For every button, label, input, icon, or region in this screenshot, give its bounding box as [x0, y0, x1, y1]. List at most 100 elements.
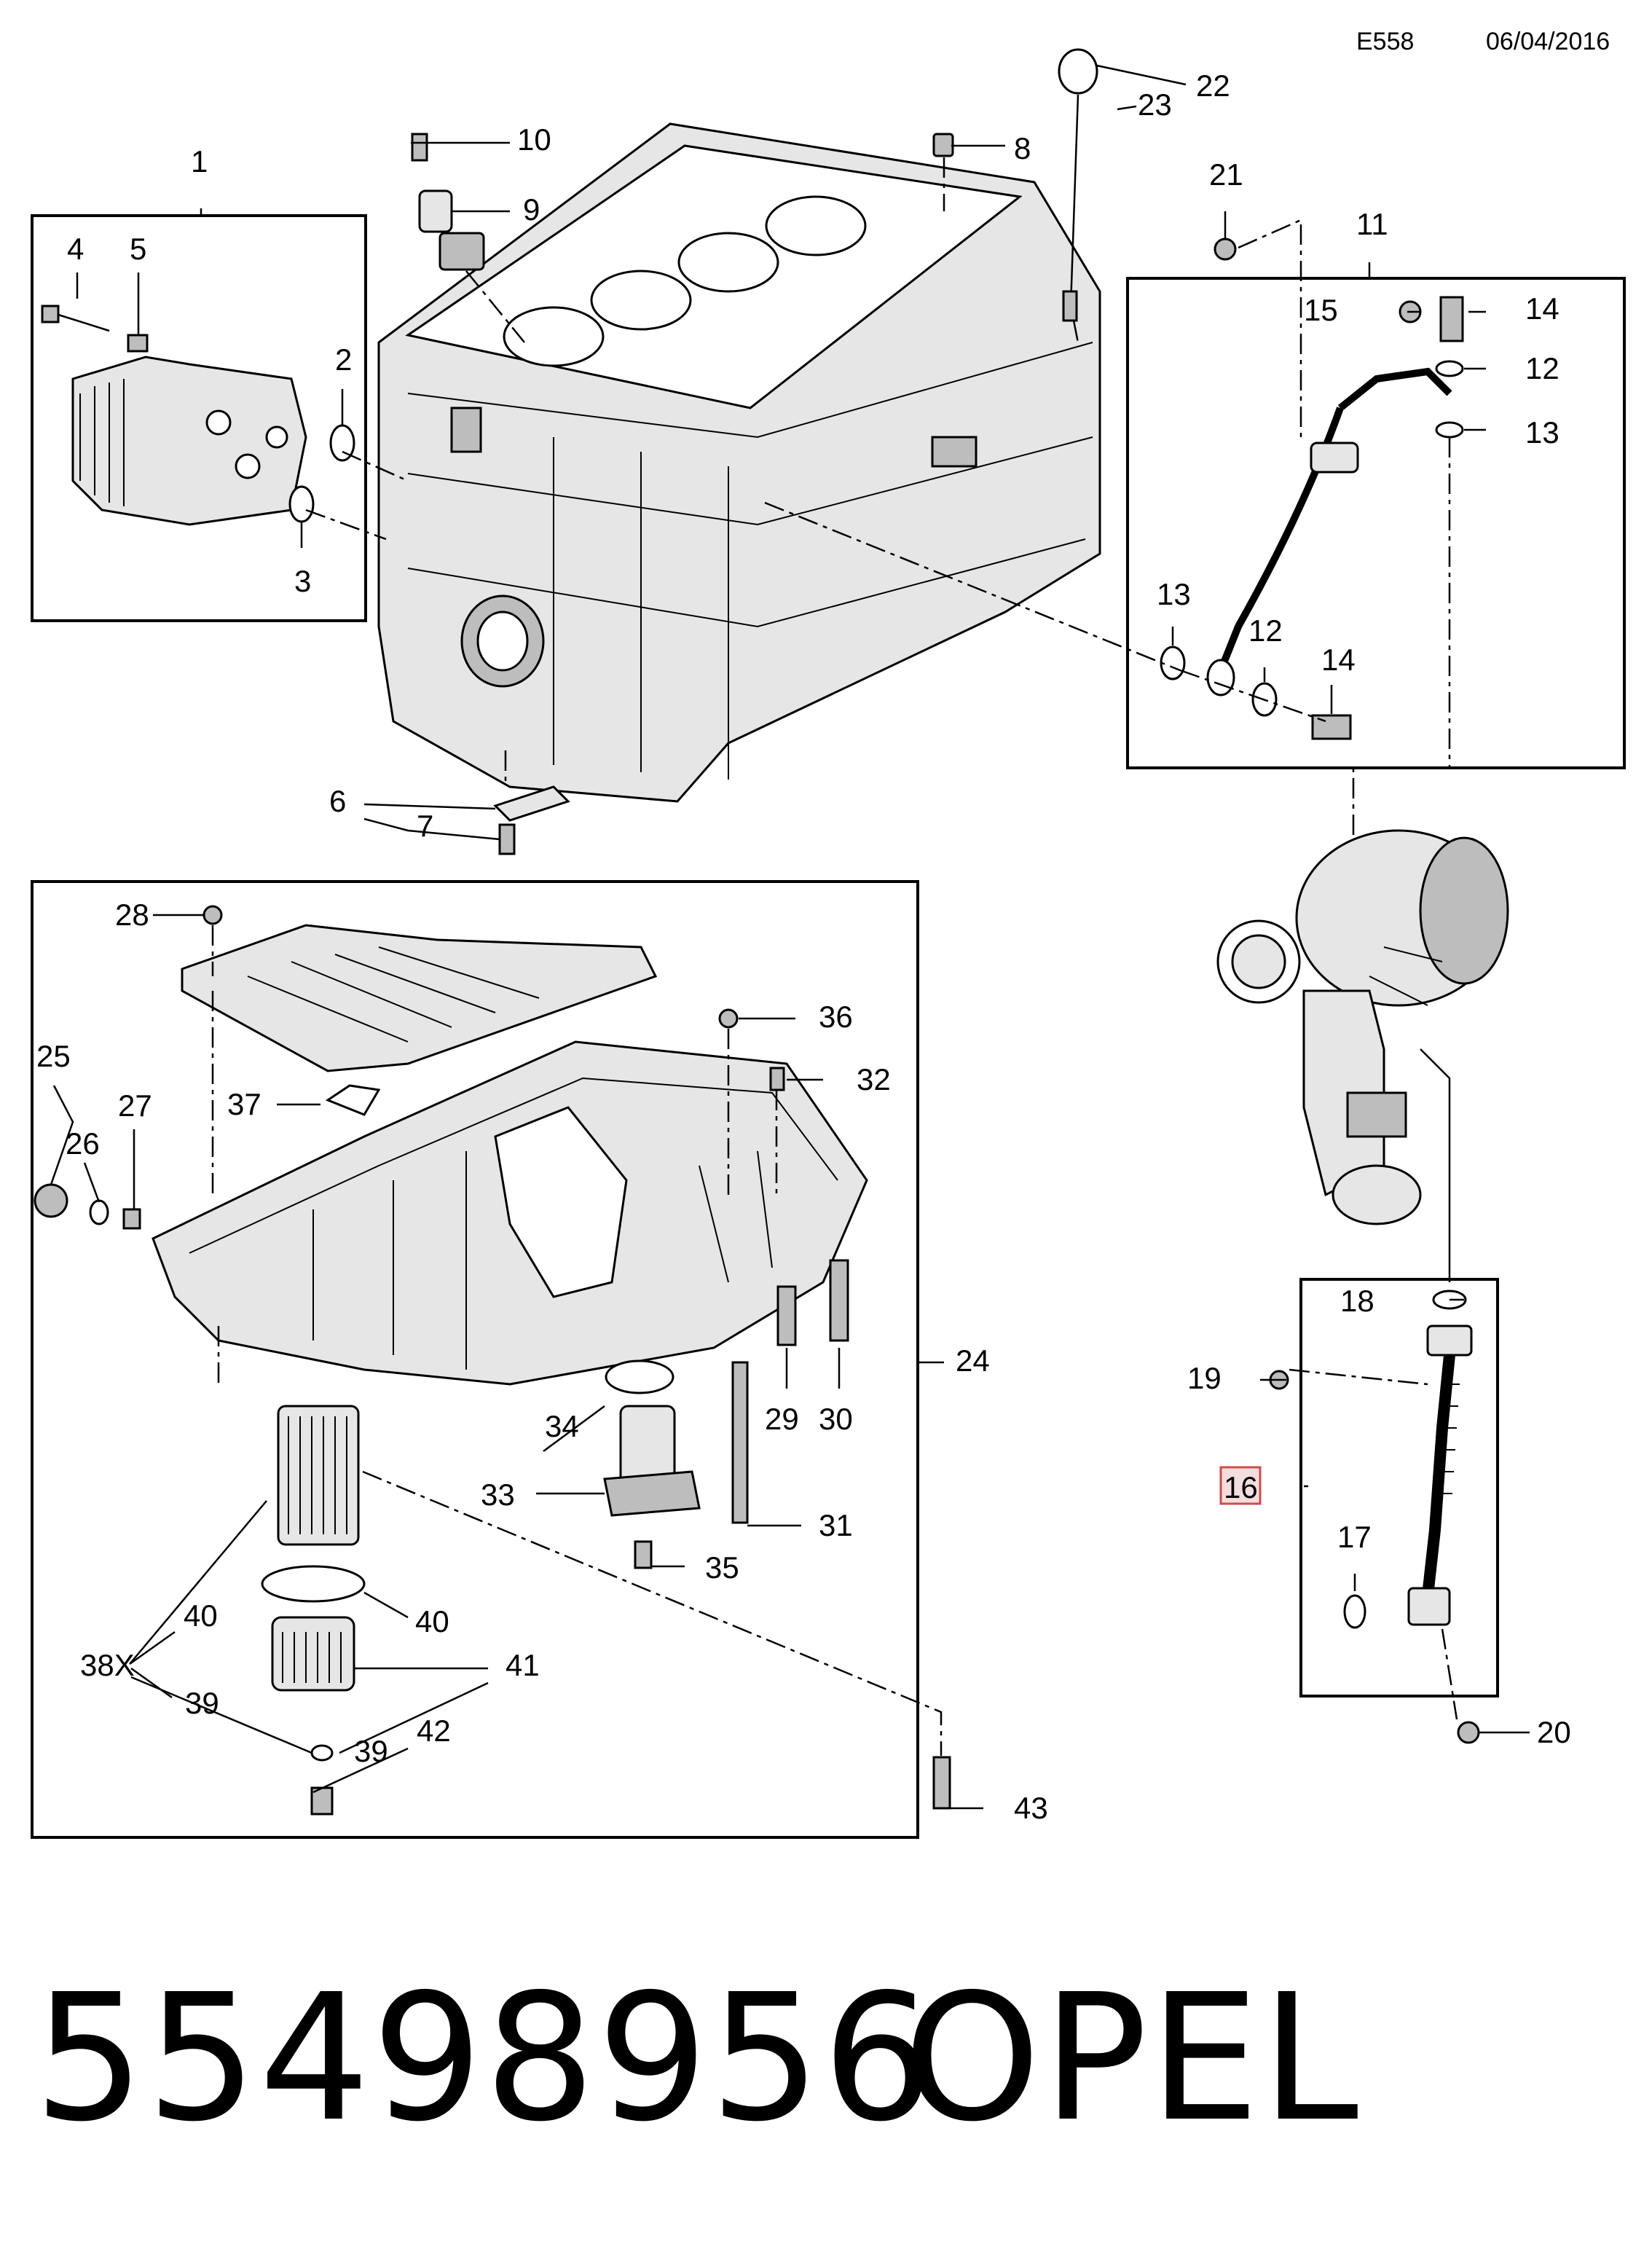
callout-25: 25: [36, 1039, 71, 1073]
bracket-6: [493, 750, 570, 855]
bolt-14-top: [1439, 296, 1464, 342]
callout-29: 29: [765, 1402, 799, 1436]
pan-centerlines: [217, 1326, 943, 1756]
callout-6: 6: [329, 784, 346, 818]
oil-dipstick: [1058, 48, 1098, 343]
gasket-17: [1343, 1594, 1366, 1629]
oil-cooler: [71, 356, 307, 526]
callout-11: 11: [1356, 207, 1388, 241]
callout-23: 23: [1138, 87, 1172, 122]
brand-name: OPEL: [903, 1956, 1360, 2160]
gasket-37: [325, 1084, 381, 1116]
callout-8: 8: [1014, 131, 1031, 165]
callout-36: 36: [819, 1000, 853, 1034]
callout-14-top: 14: [1525, 291, 1559, 326]
diagram-date: 06/04/2016: [1486, 28, 1610, 55]
bolt-19-line: [1289, 1368, 1428, 1386]
callout-18: 18: [1340, 1284, 1374, 1318]
bolt-20: [1457, 1721, 1480, 1744]
bolt-20-line: [1441, 1628, 1458, 1720]
callout-37: 37: [227, 1087, 261, 1121]
callout-14-bottom: 14: [1321, 643, 1356, 677]
bolt-29: [776, 1285, 797, 1346]
callout-7: 7: [417, 809, 433, 843]
washer-12-top: [1435, 360, 1464, 377]
nut-36: [718, 1008, 739, 1029]
callout-12-top: 12: [1525, 351, 1559, 385]
oil-return-pipe: [1407, 1290, 1473, 1626]
oil-cooler-washer: [127, 334, 149, 353]
callout-42: 42: [417, 1714, 451, 1748]
seal-39: [310, 1744, 334, 1762]
oil-pan-group-box: [31, 880, 919, 1839]
callout-15: 15: [1304, 293, 1338, 327]
feed-pipe-centerline: [764, 501, 1326, 723]
callout-38: 38X: [80, 1648, 135, 1682]
callout-21: 21: [1209, 157, 1243, 192]
callout-27: 27: [118, 1088, 152, 1123]
callout-2: 2: [335, 342, 352, 377]
callout-40-left: 40: [184, 1598, 218, 1633]
callout-17: 17: [1337, 1520, 1372, 1554]
pin-32: [769, 1067, 785, 1091]
callout-10: 10: [517, 122, 551, 157]
callout-19: 19: [1187, 1361, 1222, 1395]
callout-16-highlight: [1219, 1466, 1262, 1505]
bolt-21: [1214, 219, 1302, 437]
callout-30: 30: [819, 1402, 853, 1436]
oil-return-pipe-group-box: [1299, 1278, 1499, 1698]
callout-32: 32: [857, 1062, 891, 1096]
bolt-35: [634, 1540, 653, 1569]
callout-9: 9: [523, 192, 540, 227]
oil-feed-pipe: [1206, 367, 1452, 696]
pan-fastener-lines: [727, 1029, 778, 1195]
callout-40-right: 40: [415, 1604, 449, 1638]
callout-4: 4: [67, 232, 84, 266]
oil-level-sensor: [411, 133, 525, 343]
oil-pump-pickup-33: [603, 1405, 701, 1517]
bolt-28: [202, 905, 223, 925]
callout-28: 28: [115, 898, 149, 932]
part-number: 55498956: [34, 1956, 935, 2160]
diagram-code: E558: [1356, 28, 1414, 55]
leader-lines: [50, 64, 1530, 1810]
seal-34: [605, 1359, 674, 1394]
oil-filter: [277, 1405, 360, 1546]
callout-35: 35: [705, 1550, 739, 1585]
callout-31: 31: [819, 1508, 853, 1542]
callout-20: 20: [1537, 1715, 1571, 1749]
callout-13-bottom: 13: [1157, 577, 1191, 611]
oil-pan: [152, 1040, 868, 1386]
bolt-31: [731, 1361, 749, 1524]
callout-33: 33: [481, 1477, 515, 1512]
callout-34: 34: [545, 1409, 579, 1443]
callout-3: 3: [294, 564, 311, 598]
callout-5: 5: [130, 232, 146, 266]
turbocharger: [1216, 829, 1509, 1282]
callout-24: 24: [956, 1343, 990, 1378]
washer-13-bottom: [1160, 645, 1186, 680]
washer-13-top: [1435, 421, 1464, 439]
callout-13-top: 13: [1525, 415, 1559, 450]
oil-cooler-group-box: [31, 214, 367, 622]
callout-labels: 1 2 3 4 5 6 7 8 9 10 11 12 12 13 13 14 1…: [36, 68, 1571, 1825]
callout-12-bottom: 12: [1248, 613, 1283, 648]
filter-seal-40: [261, 1565, 366, 1603]
oil-cooler-bolt: [41, 305, 110, 332]
callout-1: 1: [191, 144, 208, 178]
callout-39-left: 39: [185, 1686, 219, 1720]
callout-16: 16: [1224, 1470, 1258, 1504]
engine-block: [377, 122, 1101, 803]
oil-pan-baffle: [181, 924, 658, 1072]
callout-26: 26: [66, 1126, 100, 1161]
callout-43: 43: [1014, 1791, 1048, 1825]
callout-22: 22: [1196, 68, 1230, 103]
plug-8: [932, 133, 954, 157]
turbo-feed-line: [1352, 437, 1451, 903]
filter-cap-41: [271, 1616, 355, 1692]
bolt-43: [932, 1756, 951, 1810]
callout-39-right: 39: [354, 1734, 388, 1768]
callout-41: 41: [506, 1648, 540, 1682]
drain-plug: [34, 1183, 141, 1230]
